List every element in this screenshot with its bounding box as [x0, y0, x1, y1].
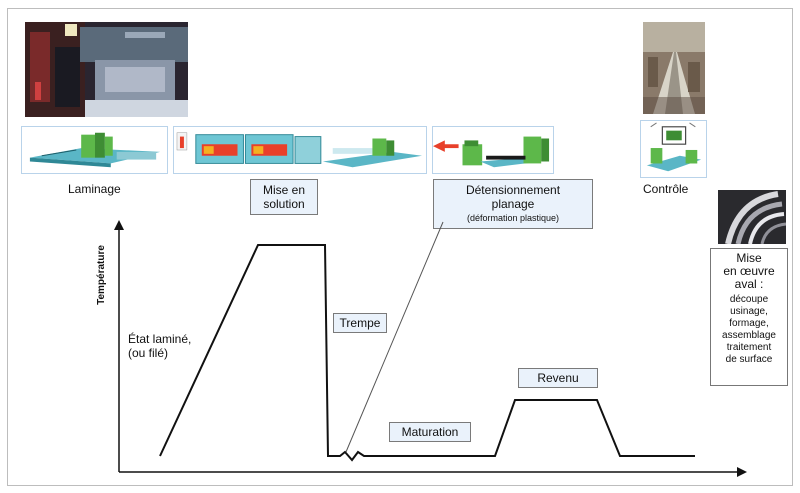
- aval-item: de surface: [725, 354, 773, 365]
- trempe-label: Trempe: [339, 316, 381, 330]
- rolling-mill-photo: [25, 22, 188, 117]
- aval-item: traitement: [726, 342, 772, 353]
- control-station-schematic: [640, 120, 707, 178]
- mise-en-solution-box: Mise en solution: [250, 179, 318, 215]
- mise-en-solution-line1: Mise en: [262, 183, 306, 197]
- detensionnement-box: Détensionnement planage (déformation pla…: [433, 179, 593, 229]
- stretcher-schematic: [432, 126, 554, 174]
- mise-en-oeuvre-aval-box: Mise en œuvre aval : découpe usinage, fo…: [710, 248, 788, 386]
- inspection-line-photo: [643, 22, 705, 114]
- aval-item: découpe: [729, 294, 769, 305]
- aval-title-line3: aval :: [734, 277, 764, 291]
- rolling-machine-schematic: [21, 126, 168, 174]
- trempe-box: Trempe: [333, 313, 387, 333]
- solution-furnace-schematic: [173, 126, 427, 174]
- maturation-label: Maturation: [401, 425, 459, 439]
- laminage-label: Laminage: [68, 182, 121, 196]
- aval-item: formage,: [729, 318, 769, 329]
- shaped-parts-photo: [718, 190, 786, 244]
- aval-item: usinage,: [730, 306, 768, 317]
- y-axis-label: Température: [96, 245, 107, 305]
- aval-title-line1: Mise: [736, 251, 762, 265]
- maturation-box: Maturation: [389, 422, 471, 442]
- etat-lamine-line1: État laminé,: [128, 332, 192, 346]
- figure-frame: [7, 8, 793, 486]
- temperature-curve: [159, 244, 695, 462]
- detensionnement-line2: planage: [491, 197, 535, 211]
- aval-title-line2: en œuvre: [723, 264, 775, 278]
- etat-lamine-line2: (ou filé): [128, 346, 169, 360]
- detensionnement-line1: Détensionnement: [465, 183, 561, 197]
- detensionnement-sub: (déformation plastique): [466, 213, 560, 223]
- stretching-pointer-line: [345, 221, 444, 453]
- revenu-label: Revenu: [537, 371, 579, 385]
- aval-item: assemblage: [722, 330, 776, 341]
- controle-label: Contrôle: [643, 182, 689, 196]
- mise-en-solution-line2: solution: [263, 197, 305, 211]
- revenu-box: Revenu: [518, 368, 598, 388]
- etat-lamine-label: État laminé, (ou filé): [128, 332, 191, 360]
